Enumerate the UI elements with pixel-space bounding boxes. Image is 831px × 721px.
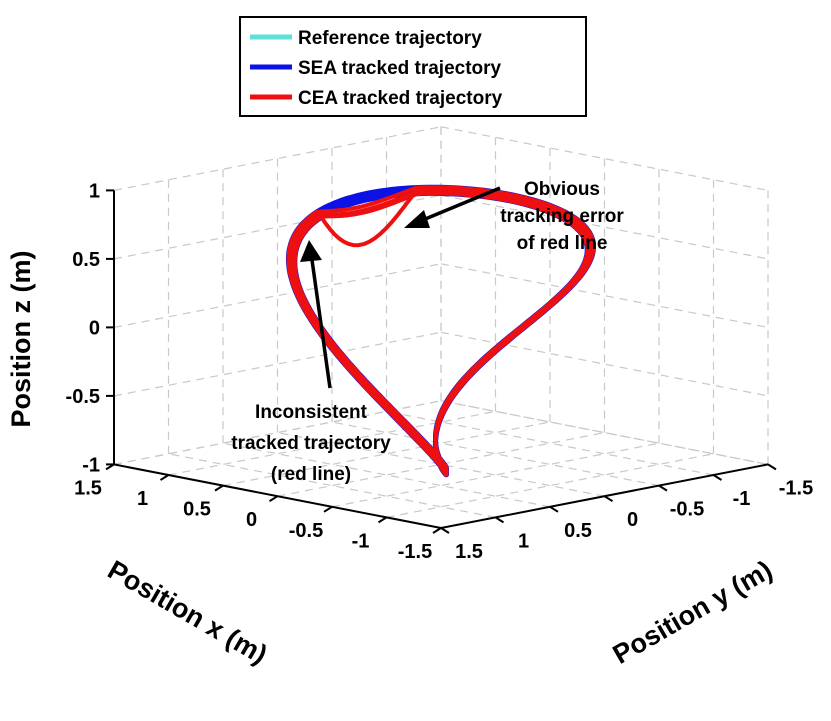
x-tick-label: -1	[352, 530, 370, 552]
y-tick	[494, 516, 505, 524]
annotation-inconsistent: Inconsistent tracked trajectory (red lin…	[231, 240, 391, 485]
legend: Reference trajectory SEA tracked traject…	[239, 16, 587, 117]
y-tick	[549, 505, 559, 513]
y-tick-label: 0.5	[564, 520, 592, 542]
series-lines	[286, 184, 596, 478]
z-tick-label: -0.5	[66, 386, 100, 408]
y-tick	[603, 495, 614, 503]
annotation-line: Inconsistent	[255, 402, 368, 423]
x-tick-label: 0.5	[183, 499, 211, 521]
series-line-cea	[286, 185, 596, 477]
x-tick	[323, 505, 333, 513]
z-tick-label: 0.5	[72, 249, 100, 271]
annotation-arrowhead	[404, 210, 430, 228]
legend-label-reference: Reference trajectory	[298, 28, 482, 49]
x-tick-label: 1.5	[74, 477, 102, 499]
x-tick	[159, 474, 170, 481]
y-tick	[767, 463, 777, 471]
y-tick-label: -0.5	[670, 499, 704, 521]
axes	[105, 189, 777, 534]
x-tick-label: 0	[246, 509, 257, 531]
y-tick	[440, 527, 450, 534]
x-tick-label: -0.5	[289, 520, 323, 542]
z-tick-label: -1	[82, 454, 100, 476]
y-tick-label: -1	[733, 488, 751, 510]
annotation-line: (red line)	[271, 464, 351, 485]
annotation-line: of red line	[517, 233, 608, 254]
z-tick-label: 0	[89, 317, 100, 339]
legend-label-sea: SEA tracked trajectory	[298, 58, 502, 79]
annotation-arrow	[417, 186, 501, 224]
x-axis-label: Position x (m)	[103, 555, 273, 670]
y-tick-label: 1	[518, 530, 529, 552]
y-tick	[658, 484, 668, 492]
x-tick-label: -1.5	[398, 541, 432, 563]
y-tick-label: -1.5	[779, 477, 813, 499]
y-tick-label: 1.5	[455, 541, 483, 563]
annotation-arrowhead	[300, 240, 322, 262]
legend-box	[239, 16, 587, 117]
annotation-arrow	[310, 259, 332, 389]
annotation-line: tracked trajectory	[231, 433, 391, 454]
x-tick	[268, 495, 279, 503]
annotation-line: Obvious	[524, 179, 600, 200]
y-tick	[712, 474, 723, 481]
annotation-line: tracking error	[500, 206, 624, 227]
z-tick-label: 1	[89, 180, 100, 202]
x-tick	[214, 484, 224, 492]
legend-label-cea: CEA tracked trajectory	[298, 88, 503, 109]
annotation-tracking-error: Obvious tracking error of red line	[404, 179, 624, 254]
x-tick	[377, 516, 388, 524]
x-tick-label: 1	[137, 488, 148, 510]
z-axis-label: Position z (m)	[6, 251, 36, 428]
y-axis-label: Position y (m)	[608, 555, 778, 670]
y-tick-label: 0	[627, 509, 638, 531]
tick-labels: 1.5 1 0.5 0 -0.5 -1 -1.5 1.5 1 0.5 0 -0.5 -1 -1.5 1 0.5…	[66, 180, 814, 563]
x-tick	[432, 527, 442, 534]
